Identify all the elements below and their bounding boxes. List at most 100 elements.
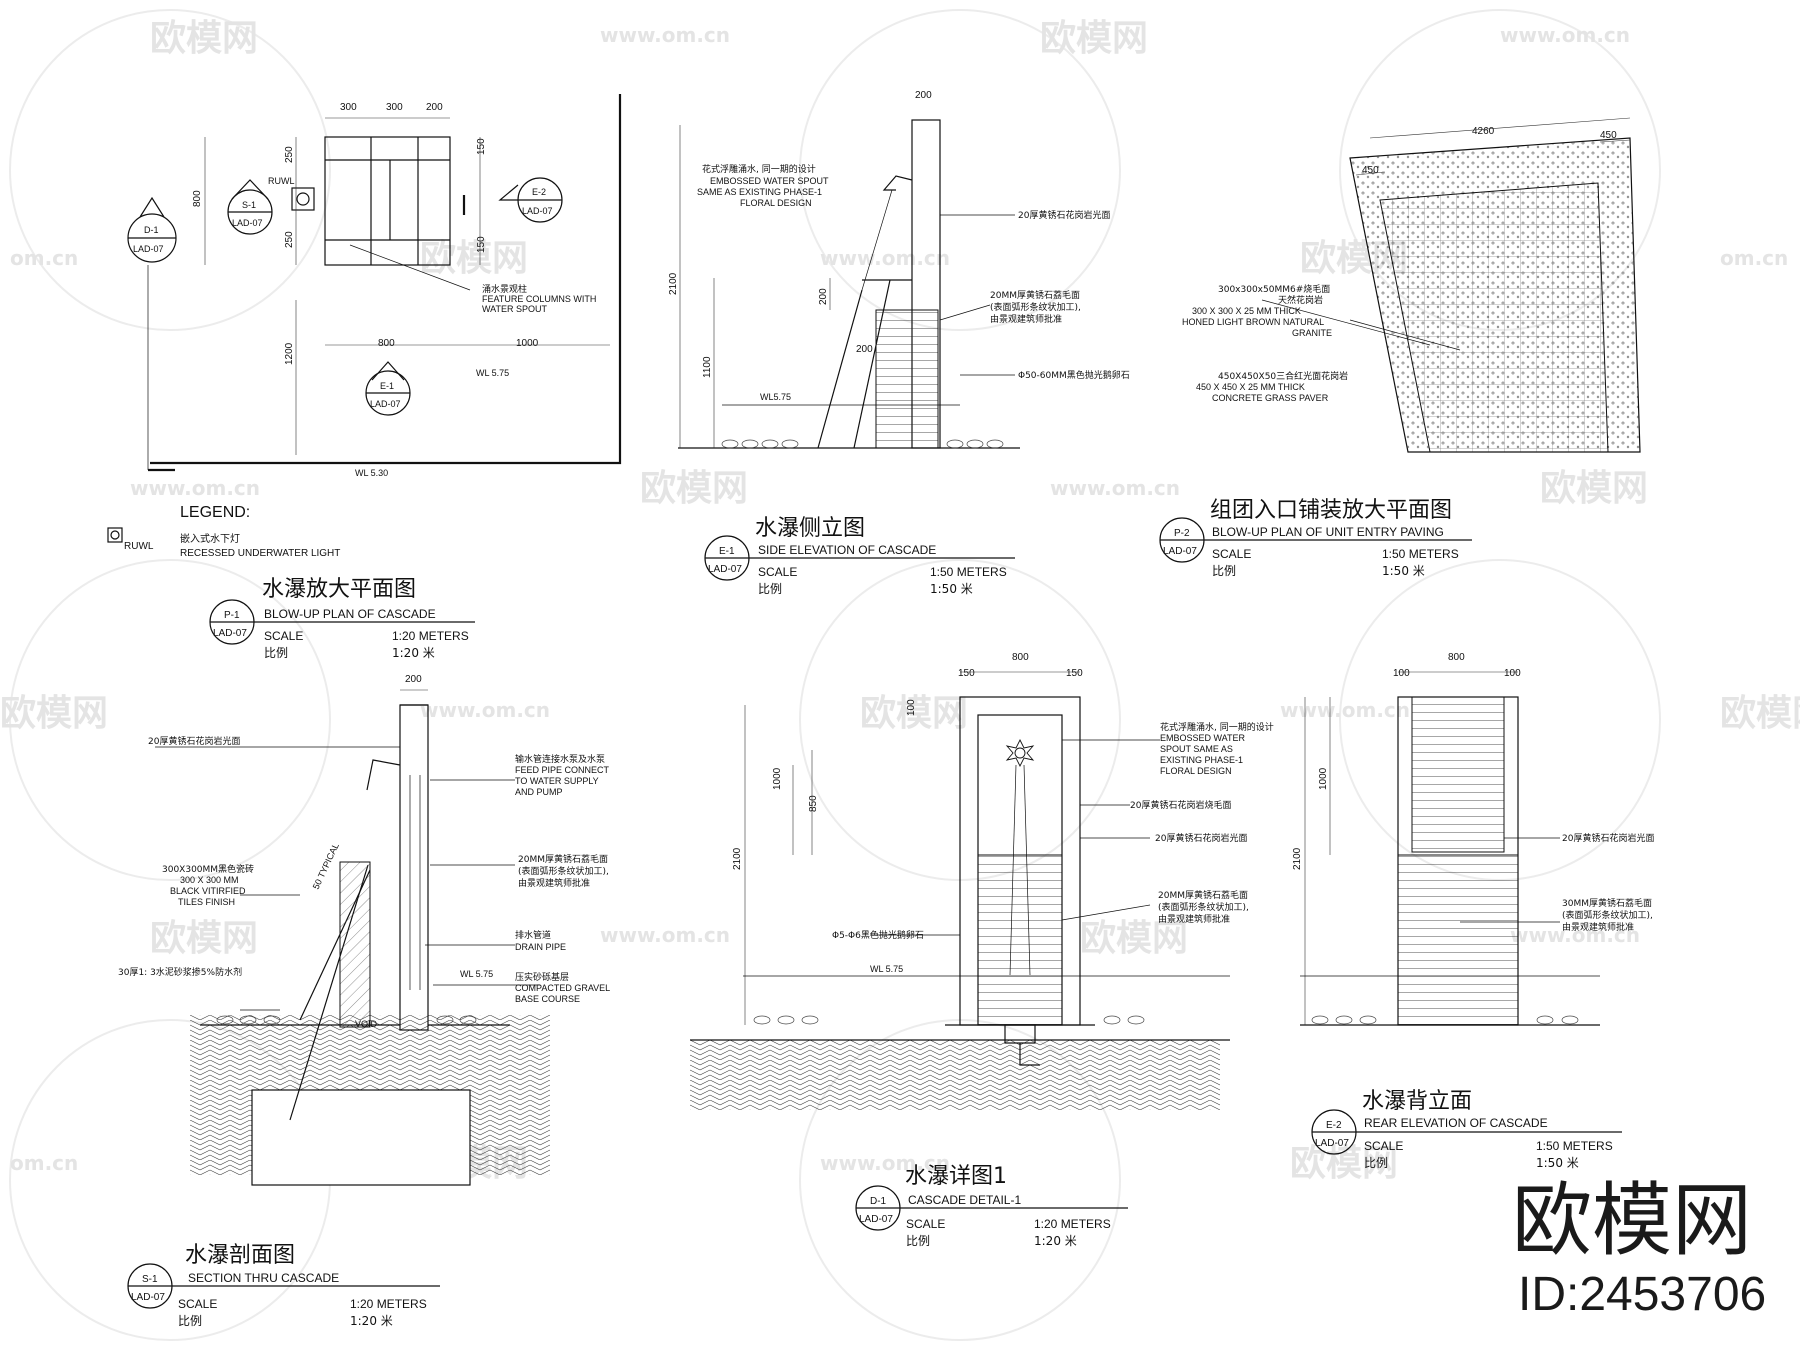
marker-sheet: LAD-07 [133, 244, 164, 254]
ratio-value: 1:50 米 [1536, 1156, 1579, 1170]
rough-granite-note: 由景观建筑师批准 [1562, 921, 1634, 933]
watermark-brand: 欧模网 [0, 693, 108, 734]
spout-note-en: SAME AS EXISTING PHASE-1 [697, 187, 822, 197]
scale-label: SCALE [1364, 1139, 1403, 1153]
title-tag: S-1 [142, 1274, 158, 1285]
watermark-brand: 欧模网 [1290, 1143, 1398, 1184]
feed-pipe-note-en: TO WATER SUPPLY [515, 776, 599, 786]
title-block-e1: 水瀑侧立图 SIDE ELEVATION OF CASCADE E-1 LAD-… [704, 516, 1015, 596]
feed-pipe-note-en: FEED PIPE CONNECT [515, 765, 610, 775]
scale-value: 1:50 METERS [1536, 1139, 1613, 1153]
granite-burnt-note: 20厚黄锈石花岗岩烧毛面 [1130, 799, 1231, 811]
watermark-url: www.om.cn [1050, 476, 1180, 500]
title-sheet: LAD-07 [1163, 546, 1197, 557]
dim-label: 1200 [284, 342, 295, 365]
watermark-brand: 欧模网 [1720, 693, 1800, 734]
marker-tag: D-1 [144, 225, 159, 235]
dim-label: 200 [405, 674, 422, 685]
scale-label: SCALE [906, 1217, 945, 1231]
detail-labels: 800 150 150 100 1000 850 2100 花式浮雕涌水, 同一… [732, 652, 1274, 974]
watermark-url: www.om.cn [600, 23, 730, 47]
water-level-label: WL 5.75 [460, 969, 493, 979]
watermark-brand: 欧模网 [1080, 918, 1188, 959]
water-level-label: WL 5.75 [476, 368, 509, 378]
ratio-value: 1:20 米 [1034, 1234, 1077, 1248]
granite-rough-note: (表面弧形条纹状加工), [990, 301, 1081, 313]
title-sheet: LAD-07 [708, 564, 742, 575]
watermark-url-partial: om.cn [10, 246, 78, 270]
water-level-label: WL 5.30 [355, 468, 388, 478]
watermark-brand: 欧模网 [1040, 18, 1148, 59]
plan-dimension-labels: 300 300 200 800 250 250 150 150 1200 800… [192, 102, 539, 365]
dim-label: 1000 [516, 338, 539, 349]
tile-note-en: 300 X 300 X 25 MM THICK [1192, 306, 1301, 316]
gravel-note-cn: 压实砂砾基层 [515, 971, 569, 983]
watermark-url-partial: om.cn [1720, 246, 1788, 270]
brand-mark: 欧模网 ID:2453706 [1512, 1174, 1766, 1321]
scale-value: 1:20 METERS [392, 629, 469, 643]
dim-label: 2100 [1292, 847, 1303, 870]
granite-rough-note: 由景观建筑师批准 [990, 313, 1062, 325]
spout-note-en: SPOUT SAME AS [1160, 744, 1233, 754]
watermark-brand: 欧模网 [1540, 468, 1648, 509]
dim-label: 250 [284, 231, 295, 248]
pebble-note: Φ50-60MM黑色抛光鹅卵石 [1018, 369, 1130, 381]
dim-label: 150 [476, 138, 487, 155]
tile-note-cn: 300x300x50MM6#烧毛面 [1218, 283, 1330, 295]
granite-note: 20厚黄锈石花岗岩光面 [1018, 209, 1110, 221]
rear-labels: 800 100 100 1000 2100 20厚黄锈石花岗岩光面 30MM厚黄… [1292, 652, 1654, 933]
title-sheet: LAD-07 [859, 1214, 893, 1225]
title-block-p1: 水瀑放大平面图 BLOW-UP PLAN OF CASCADE P-1 LAD-… [209, 577, 475, 660]
title-tag: E-1 [719, 546, 735, 557]
marker-tag: E-1 [380, 381, 394, 391]
title-en: REAR ELEVATION OF CASCADE [1364, 1116, 1548, 1130]
watermark-brand: 欧模网 [150, 918, 258, 959]
title-tag: E-2 [1326, 1120, 1342, 1131]
paving-plan-drawing [1261, 117, 1641, 453]
marker-sheet: LAD-07 [522, 206, 553, 216]
columns-note-en: WATER SPOUT [482, 304, 548, 314]
watermark-url: www.om.cn [820, 246, 950, 270]
side-elevation-drawing [678, 119, 1020, 449]
section-marker-e1: E-1 LAD-07 [365, 361, 411, 416]
detail-drawing [690, 671, 1230, 1110]
dim-label: 150 [1066, 668, 1083, 679]
title-tag: D-1 [870, 1196, 887, 1207]
tile-note-en: TILES FINISH [178, 897, 235, 907]
tile-note-en: BLACK VITIRFIED [170, 886, 246, 896]
ruwl-legend-icon [107, 527, 123, 543]
title-sheet: LAD-07 [213, 628, 247, 639]
ratio-label: 比例 [1364, 1156, 1388, 1170]
paver-note-en: 450 X 450 X 25 MM THICK [1196, 382, 1305, 392]
side-elevation-labels: 200 2100 200 1100 200 花式浮雕涌水, 同一期的设计 EMB… [668, 90, 1130, 402]
scale-label: SCALE [178, 1297, 217, 1311]
plan-markers: D-1 LAD-07 S-1 LAD-07 E-2 LAD-07 E-1 LAD… [127, 177, 563, 416]
tile-note-en: HONED LIGHT BROWN NATURAL [1182, 317, 1324, 327]
title-block-s1: 水瀑剖面图 SECTION THRU CASCADE S-1 LAD-07 SC… [127, 1243, 440, 1328]
spout-note-cn: 花式浮雕涌水, 同一期的设计 [702, 163, 816, 175]
ratio-label: 比例 [264, 646, 288, 660]
section-labels: 200 20厚黄锈石花岗岩光面 输水管连接水泵及水泵 FEED PIPE CON… [118, 674, 610, 1029]
paving-plan-labels: 4260 450 450 300x300x50MM6#烧毛面 天然花岗岩 300… [1182, 126, 1617, 403]
title-en: BLOW-UP PLAN OF CASCADE [264, 607, 436, 621]
ratio-label: 比例 [758, 582, 782, 596]
tile-note-cn: 300X300MM黑色瓷砖 [162, 863, 254, 875]
scale-value: 1:20 METERS [1034, 1217, 1111, 1231]
marker-sheet: LAD-07 [370, 399, 401, 409]
dim-label: 850 [808, 795, 819, 812]
section-marker-s1: S-1 LAD-07 [227, 179, 273, 235]
scale-value: 1:50 METERS [1382, 547, 1459, 561]
watermark-brand: 欧模网 [150, 18, 258, 59]
tile-note-en: 300 X 300 MM [180, 875, 239, 885]
dim-label: 1000 [772, 767, 783, 790]
typical-dim-note: 50 TYPICAL [311, 841, 341, 890]
title-tag: P-1 [224, 610, 240, 621]
rough-granite-note: (表面弧形条纹状加工), [1562, 909, 1653, 921]
scale-value: 1:50 METERS [930, 565, 1007, 579]
pebble-note: Φ5-Φ6黑色抛光鹅卵石 [832, 929, 924, 941]
title-en: SIDE ELEVATION OF CASCADE [758, 543, 936, 557]
title-cn: 水瀑剖面图 [185, 1243, 295, 1268]
void-label: VOID [355, 1019, 378, 1029]
dim-label: 450 [1362, 165, 1379, 176]
scale-value: 1:20 METERS [350, 1297, 427, 1311]
